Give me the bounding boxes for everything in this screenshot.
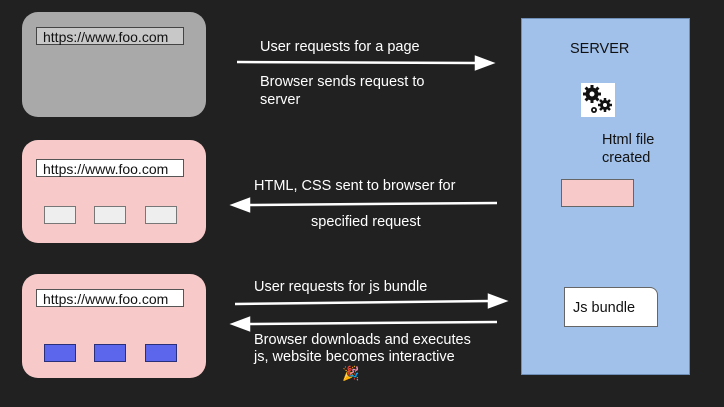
arrow-request-page	[236, 60, 479, 65]
label-download-2: js, website becomes interactive	[254, 349, 455, 365]
static-button	[145, 206, 177, 224]
label-html-css-2: specified request	[311, 214, 421, 230]
label-send-request-1: Browser sends request to	[260, 74, 425, 90]
js-bundle-box: Js bundle	[564, 287, 658, 327]
arrow-js-request	[234, 299, 491, 306]
url-bar: https://www.foo.com	[36, 159, 184, 177]
browser-window-html: https://www.foo.com	[22, 140, 206, 243]
html-file-label-line2: created	[602, 150, 651, 166]
label-js-request: User requests for js bundle	[254, 279, 428, 295]
static-button	[44, 206, 76, 224]
server-title: SERVER	[570, 41, 630, 57]
arrow-js-download	[247, 320, 498, 326]
arrowhead-request-page	[474, 55, 496, 71]
gears-icon	[581, 83, 615, 117]
label-html-css-1: HTML, CSS sent to browser for	[254, 178, 456, 194]
label-request-page: User requests for a page	[260, 39, 420, 55]
interactive-button	[94, 344, 126, 362]
static-button	[94, 206, 126, 224]
celebration-icon: 🎉	[342, 365, 360, 381]
interactive-button	[44, 344, 76, 362]
html-file-box	[561, 179, 634, 207]
interactive-button	[145, 344, 177, 362]
browser-window-initial: https://www.foo.com	[22, 12, 206, 117]
arrowhead-js-download	[229, 316, 251, 332]
arrow-html-css	[247, 201, 498, 207]
server-panel: SERVER	[521, 18, 690, 375]
url-bar: https://www.foo.com	[36, 27, 184, 45]
html-file-label-line1: Html file	[602, 132, 655, 148]
url-bar: https://www.foo.com	[36, 289, 184, 307]
arrowhead-js-request	[487, 293, 509, 309]
label-download-1: Browser downloads and executes	[254, 332, 471, 348]
html-file-label: Html file created	[602, 131, 654, 167]
arrowhead-html-css	[229, 197, 251, 213]
browser-window-interactive: https://www.foo.com	[22, 274, 206, 378]
label-send-request-2: server	[260, 92, 301, 108]
